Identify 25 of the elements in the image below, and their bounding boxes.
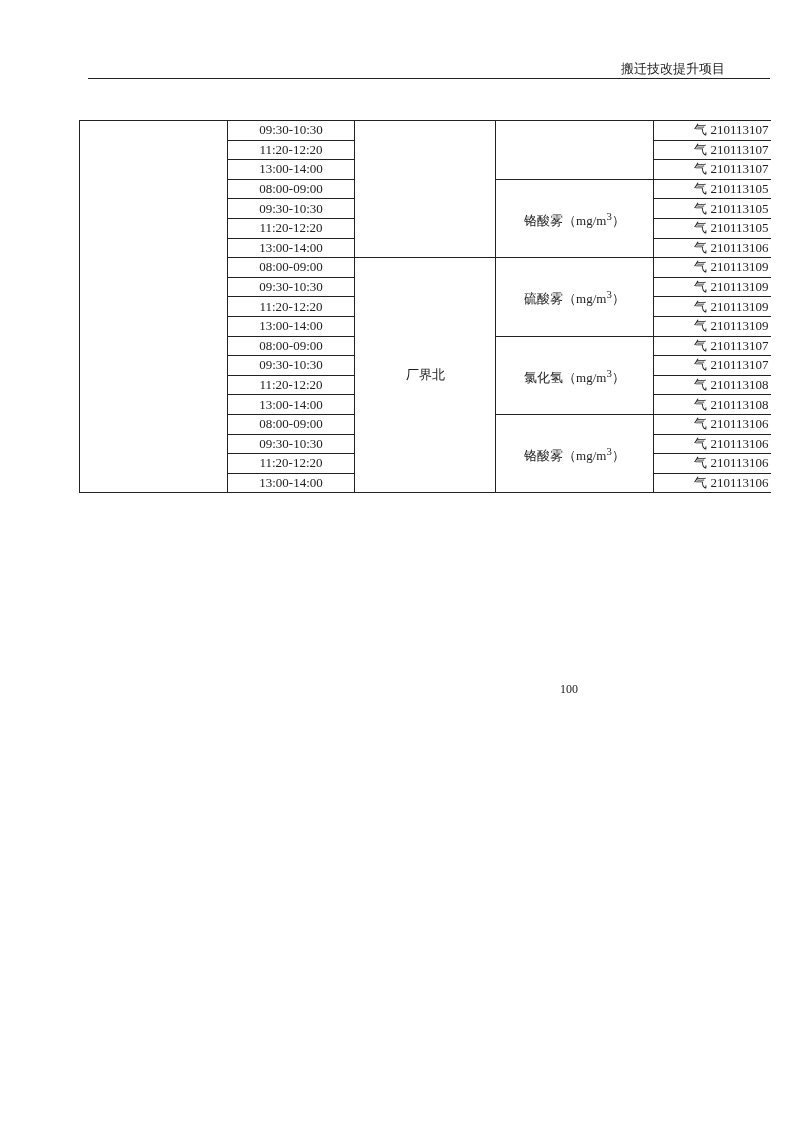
- table-cell: 厂界北: [354, 257, 496, 493]
- page-header: 搬迁技改提升项目: [620, 60, 725, 78]
- sample-id-cell: 气 210113106: [653, 453, 771, 474]
- time-cell: 09:30-10:30: [227, 120, 355, 141]
- sample-id-cell: 气 210113106: [653, 414, 771, 434]
- sample-id-cell: 气 210113109: [653, 277, 771, 297]
- sample-id-cell: 气 210113107: [653, 140, 771, 160]
- sample-id-cell: 气 210113109: [653, 316, 771, 337]
- table-cell: 铬酸雾（mg/m$^{3}$）: [495, 179, 654, 258]
- page-number: 100: [560, 682, 578, 697]
- table-cell: 氯化氢（mg/m$^{3}$）: [495, 336, 654, 415]
- table-cell: 硫酸雾（mg/m$^{3}$）: [495, 257, 654, 337]
- sample-id-cell: 气 210113107: [653, 159, 771, 180]
- sample-id-cell: 气 210113109: [653, 257, 771, 278]
- sample-id-cell: 气 210113105: [653, 179, 771, 199]
- sample-id-cell: 气 210113107: [653, 336, 771, 356]
- time-cell: 08:00-09:00: [227, 257, 355, 278]
- sample-id-cell: 气 210113106: [653, 473, 771, 493]
- sample-id-cell: 气 210113106: [653, 434, 771, 454]
- table-cell: 铬酸雾（mg/m$^{3}$）: [495, 414, 654, 493]
- sample-id-cell: 气 210113107: [653, 355, 771, 376]
- sample-id-cell: 气 210113108: [653, 375, 771, 395]
- sample-id-cell: 气 210113106: [653, 238, 771, 258]
- sample-id-cell: 气 210113105: [653, 218, 771, 239]
- sample-id-cell: 气 210113107: [653, 120, 771, 141]
